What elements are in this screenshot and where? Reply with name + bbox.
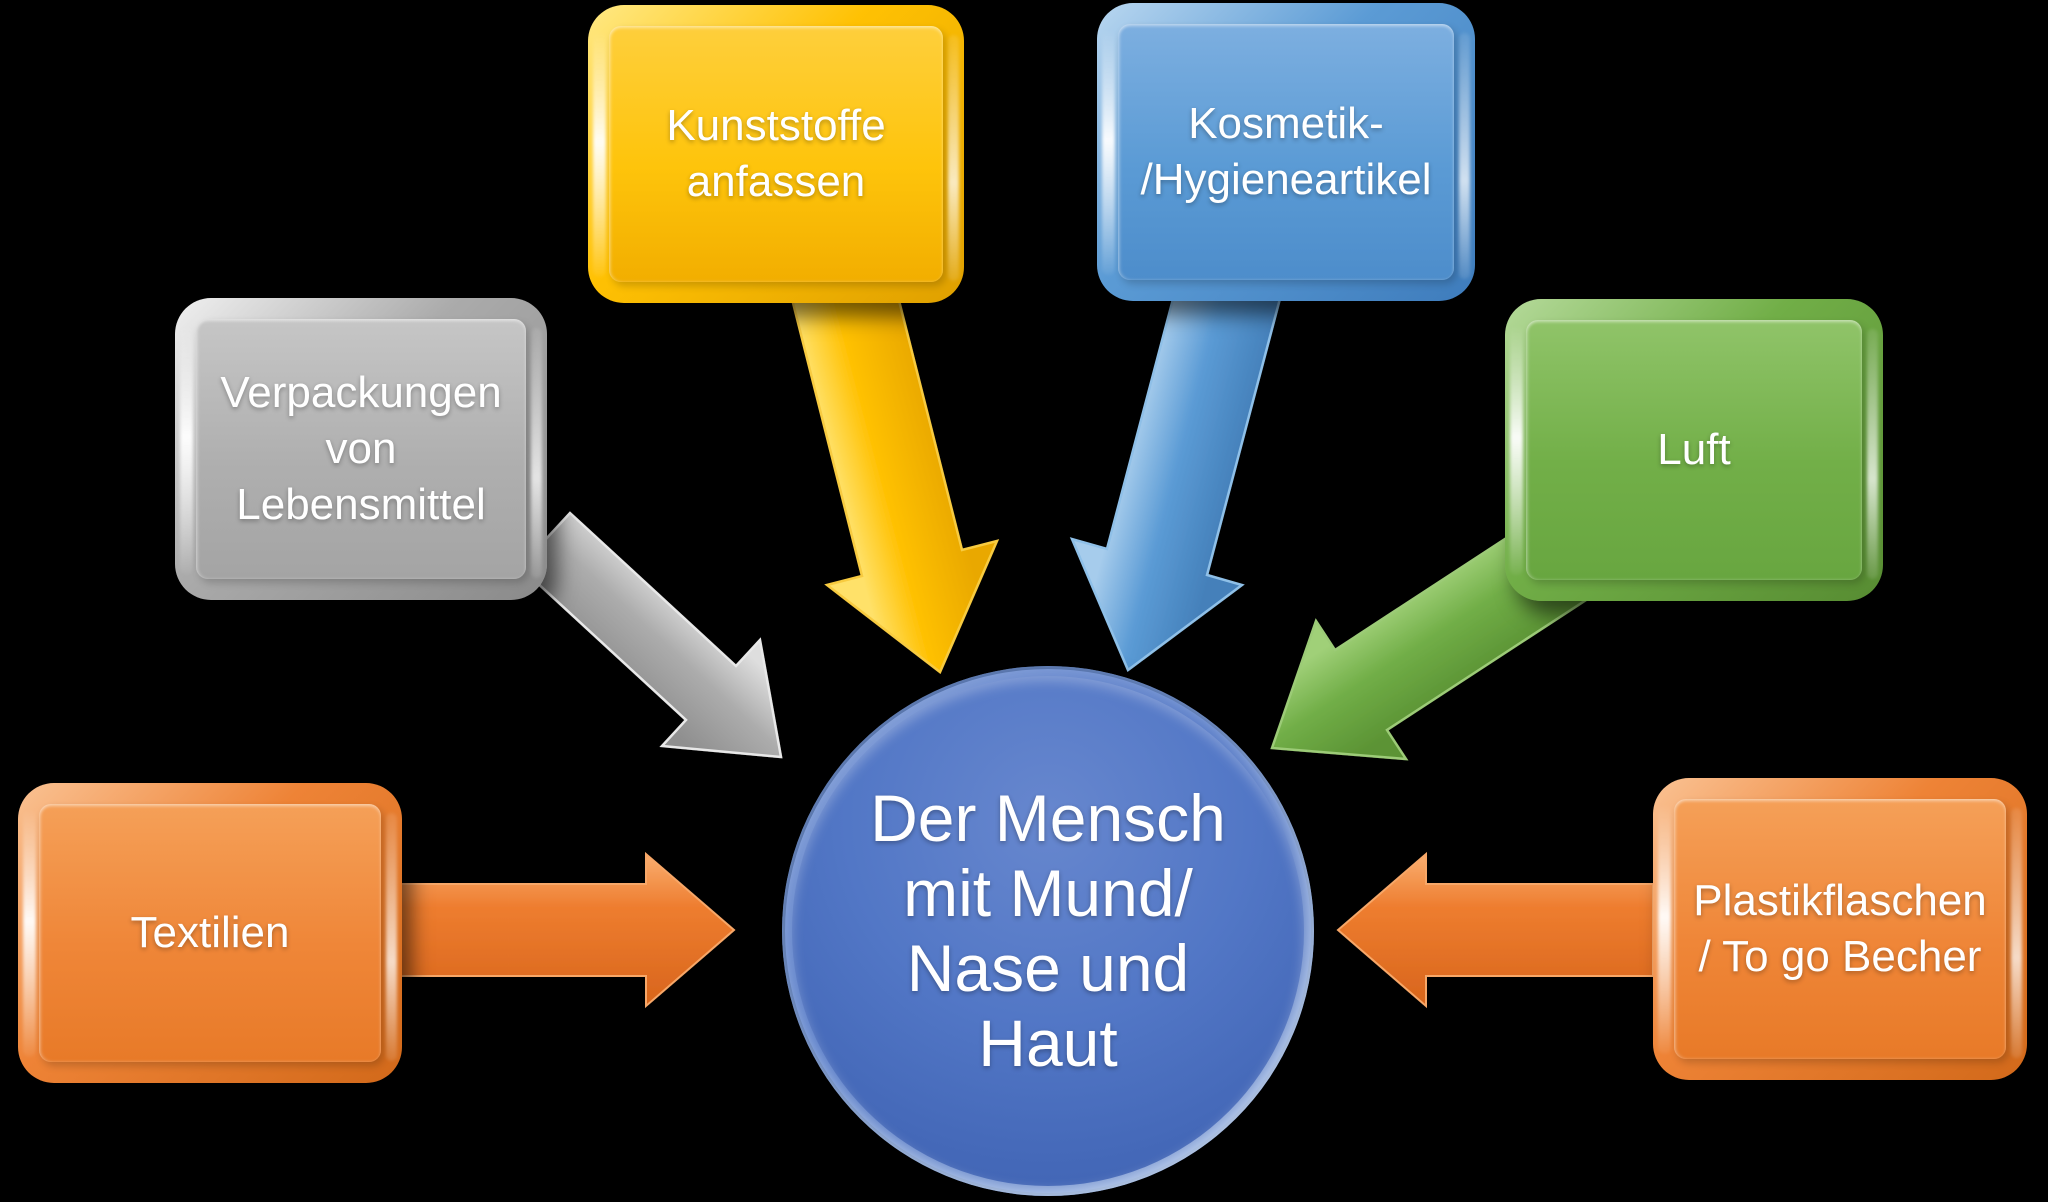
center-node-mensch-label: Der Mensch mit Mund/ Nase und Haut xyxy=(870,780,1226,1081)
node-luft: Luft xyxy=(1505,299,1883,601)
node-textilien: Textilien xyxy=(18,783,402,1083)
node-textilien-face: Textilien xyxy=(39,804,381,1062)
node-kosmetik-label: Kosmetik- /Hygieneartikel xyxy=(1140,99,1432,204)
node-kosmetik-hygieneartikel: Kosmetik- /Hygieneartikel xyxy=(1097,3,1475,301)
node-luft-label: Luft xyxy=(1657,425,1731,475)
node-plastikflaschen-to-go-becher: Plastikflaschen / To go Becher xyxy=(1653,778,2027,1080)
node-textilien-label: Textilien xyxy=(130,908,290,958)
center-node-mensch: Der Mensch mit Mund/ Nase und Haut xyxy=(782,666,1314,1196)
node-kosmetik-face: Kosmetik- /Hygieneartikel xyxy=(1118,24,1454,280)
node-luft-face: Luft xyxy=(1526,320,1862,580)
node-verpackungen-face: Verpackungen von Lebensmittel xyxy=(196,319,526,579)
node-plastik-label: Plastikflaschen / To go Becher xyxy=(1693,876,1987,981)
node-verpackungen-label: Verpackungen von Lebensmittel xyxy=(220,368,502,529)
center-node-mensch-face: Der Mensch mit Mund/ Nase und Haut xyxy=(792,676,1304,1186)
arrow-kosmetik-to-mensch xyxy=(1069,263,1284,672)
node-kunststoffe-face: Kunststoffe anfassen xyxy=(609,26,943,282)
node-kunststoffe-label: Kunststoffe anfassen xyxy=(666,101,886,206)
arrow-plastikflaschen-to-mensch xyxy=(1336,851,1654,1009)
node-verpackungen-von-lebensmittel: Verpackungen von Lebensmittel xyxy=(175,298,547,600)
node-kunststoffe-anfassen: Kunststoffe anfassen xyxy=(588,5,964,303)
arrow-kunststoffe-to-mensch xyxy=(788,263,1000,674)
arrow-textilien-to-mensch xyxy=(394,851,736,1009)
node-plastik-face: Plastikflaschen / To go Becher xyxy=(1674,799,2006,1059)
arrow-verpackungen-to-mensch xyxy=(518,511,783,759)
